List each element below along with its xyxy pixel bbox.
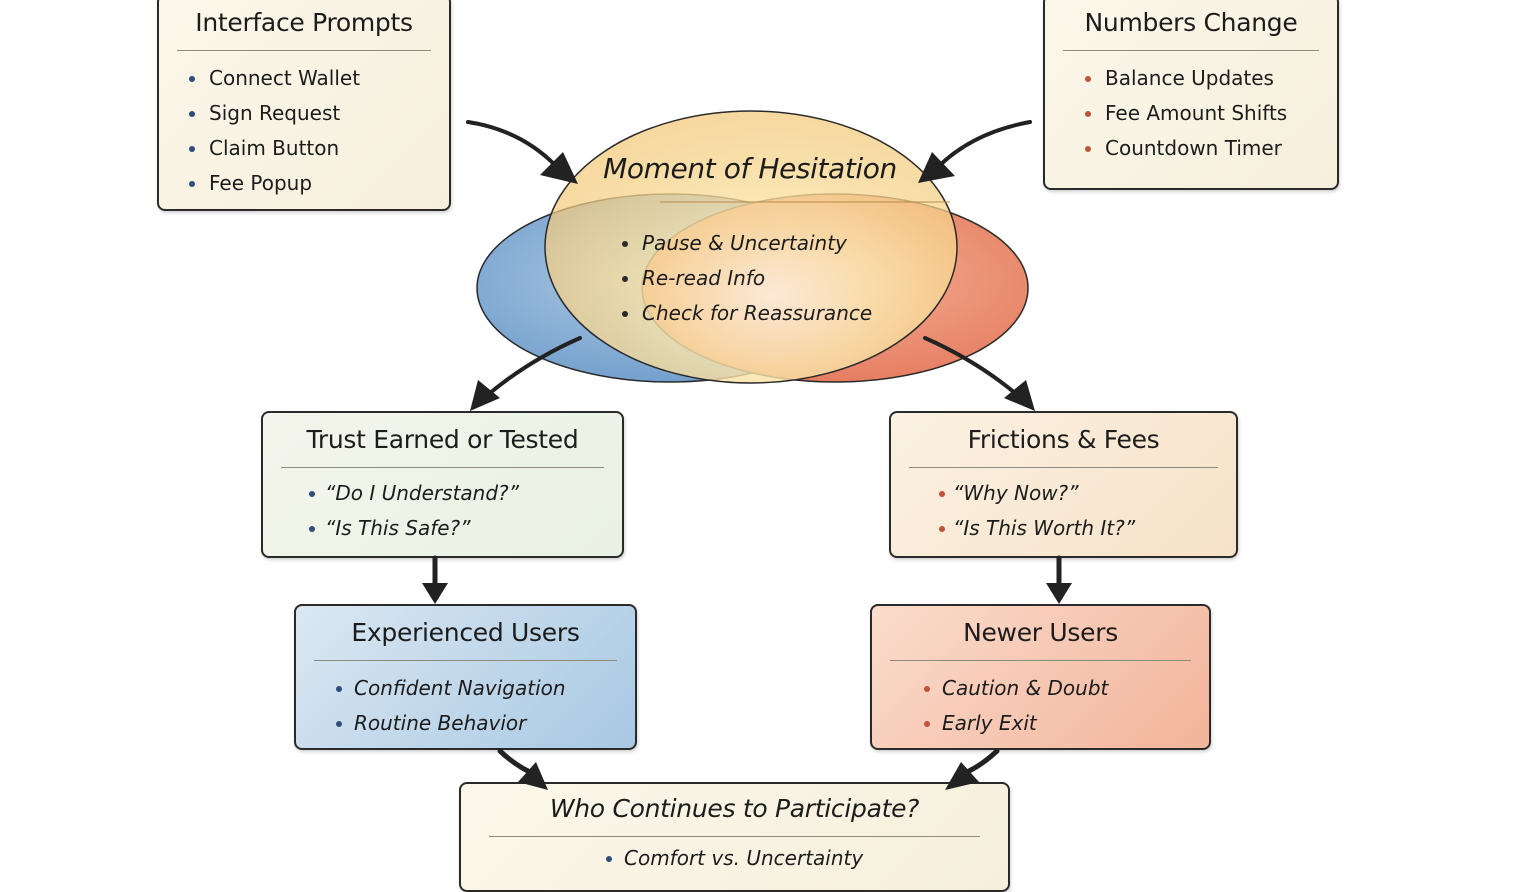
bullet-icon [606, 856, 612, 862]
divider [1063, 50, 1319, 51]
list-item: “Is This Safe?” [309, 511, 622, 546]
list-item: “Do I Understand?” [309, 476, 622, 511]
list-item: Routine Behavior [336, 706, 635, 741]
outcome-box: Who Continues to Participate? Comfort vs… [459, 782, 1010, 892]
bullet-icon [939, 491, 945, 497]
divider [909, 467, 1218, 468]
frictions-list: “Why Now?” “Is This Worth It?” [891, 468, 1236, 546]
list-item: Countdown Timer [1085, 131, 1337, 166]
experienced-list: Confident Navigation Routine Behavior [296, 661, 635, 741]
list-item: Caution & Doubt [924, 671, 1209, 706]
divider [177, 50, 431, 51]
bullet-icon [939, 526, 945, 532]
list-item: Claim Button [189, 131, 449, 166]
frictions-box: Frictions & Fees “Why Now?” “Is This Wor… [889, 411, 1238, 558]
numbers-change-box: Numbers Change Balance Updates Fee Amoun… [1043, 0, 1339, 190]
bullet-icon [189, 76, 195, 82]
center-item: Check for Reassurance [620, 296, 920, 331]
bullet-icon [622, 241, 628, 247]
bullet-icon [924, 686, 930, 692]
center-item: Re-read Info [620, 261, 920, 296]
divider [281, 467, 604, 468]
bullet-icon [924, 721, 930, 727]
bullet-icon [622, 311, 628, 317]
bullet-icon [309, 526, 315, 532]
center-item: Pause & Uncertainty [620, 226, 920, 261]
trust-list: “Do I Understand?” “Is This Safe?” [263, 468, 622, 546]
newer-users-box: Newer Users Caution & Doubt Early Exit [870, 604, 1211, 750]
divider [890, 660, 1191, 661]
box-title: Trust Earned or Tested [306, 425, 579, 454]
bullet-icon [1085, 76, 1091, 82]
box-title: Interface Prompts [195, 8, 413, 37]
list-item: Balance Updates [1085, 61, 1337, 96]
list-item: Comfort vs. Uncertainty [606, 841, 1008, 876]
numbers-change-list: Balance Updates Fee Amount Shifts Countd… [1045, 51, 1337, 166]
bullet-icon [622, 276, 628, 282]
bullet-icon [1085, 111, 1091, 117]
venn-diagram [476, 110, 1029, 384]
experienced-users-box: Experienced Users Confident Navigation R… [294, 604, 637, 750]
list-item: Confident Navigation [336, 671, 635, 706]
list-item: Sign Request [189, 96, 449, 131]
interface-prompts-box: Interface Prompts Connect Wallet Sign Re… [157, 0, 451, 211]
center-title: Moment of Hesitation [603, 152, 897, 185]
list-item: Early Exit [924, 706, 1209, 741]
box-title: Experienced Users [351, 618, 580, 647]
box-title: Newer Users [963, 618, 1118, 647]
newer-list: Caution & Doubt Early Exit [872, 661, 1209, 741]
list-item: “Is This Worth It?” [939, 511, 1236, 546]
bullet-icon [189, 146, 195, 152]
bullet-icon [1085, 146, 1091, 152]
divider [489, 836, 980, 837]
bullet-icon [189, 111, 195, 117]
interface-prompts-list: Connect Wallet Sign Request Claim Button… [159, 51, 449, 201]
bullet-icon [336, 686, 342, 692]
box-title: Frictions & Fees [967, 425, 1160, 454]
box-title: Numbers Change [1084, 8, 1298, 37]
list-item: Fee Popup [189, 166, 449, 201]
list-item: Connect Wallet [189, 61, 449, 96]
bullet-icon [336, 721, 342, 727]
list-item: Fee Amount Shifts [1085, 96, 1337, 131]
bullet-icon [189, 181, 195, 187]
trust-box: Trust Earned or Tested “Do I Understand?… [261, 411, 624, 558]
box-title: Who Continues to Participate? [549, 794, 920, 823]
center-list: Pause & Uncertainty Re-read Info Check f… [620, 226, 920, 331]
venn-circle-yellow [544, 110, 958, 384]
outcome-list: Comfort vs. Uncertainty [461, 837, 1008, 876]
bullet-icon [309, 491, 315, 497]
divider [314, 660, 617, 661]
list-item: “Why Now?” [939, 476, 1236, 511]
